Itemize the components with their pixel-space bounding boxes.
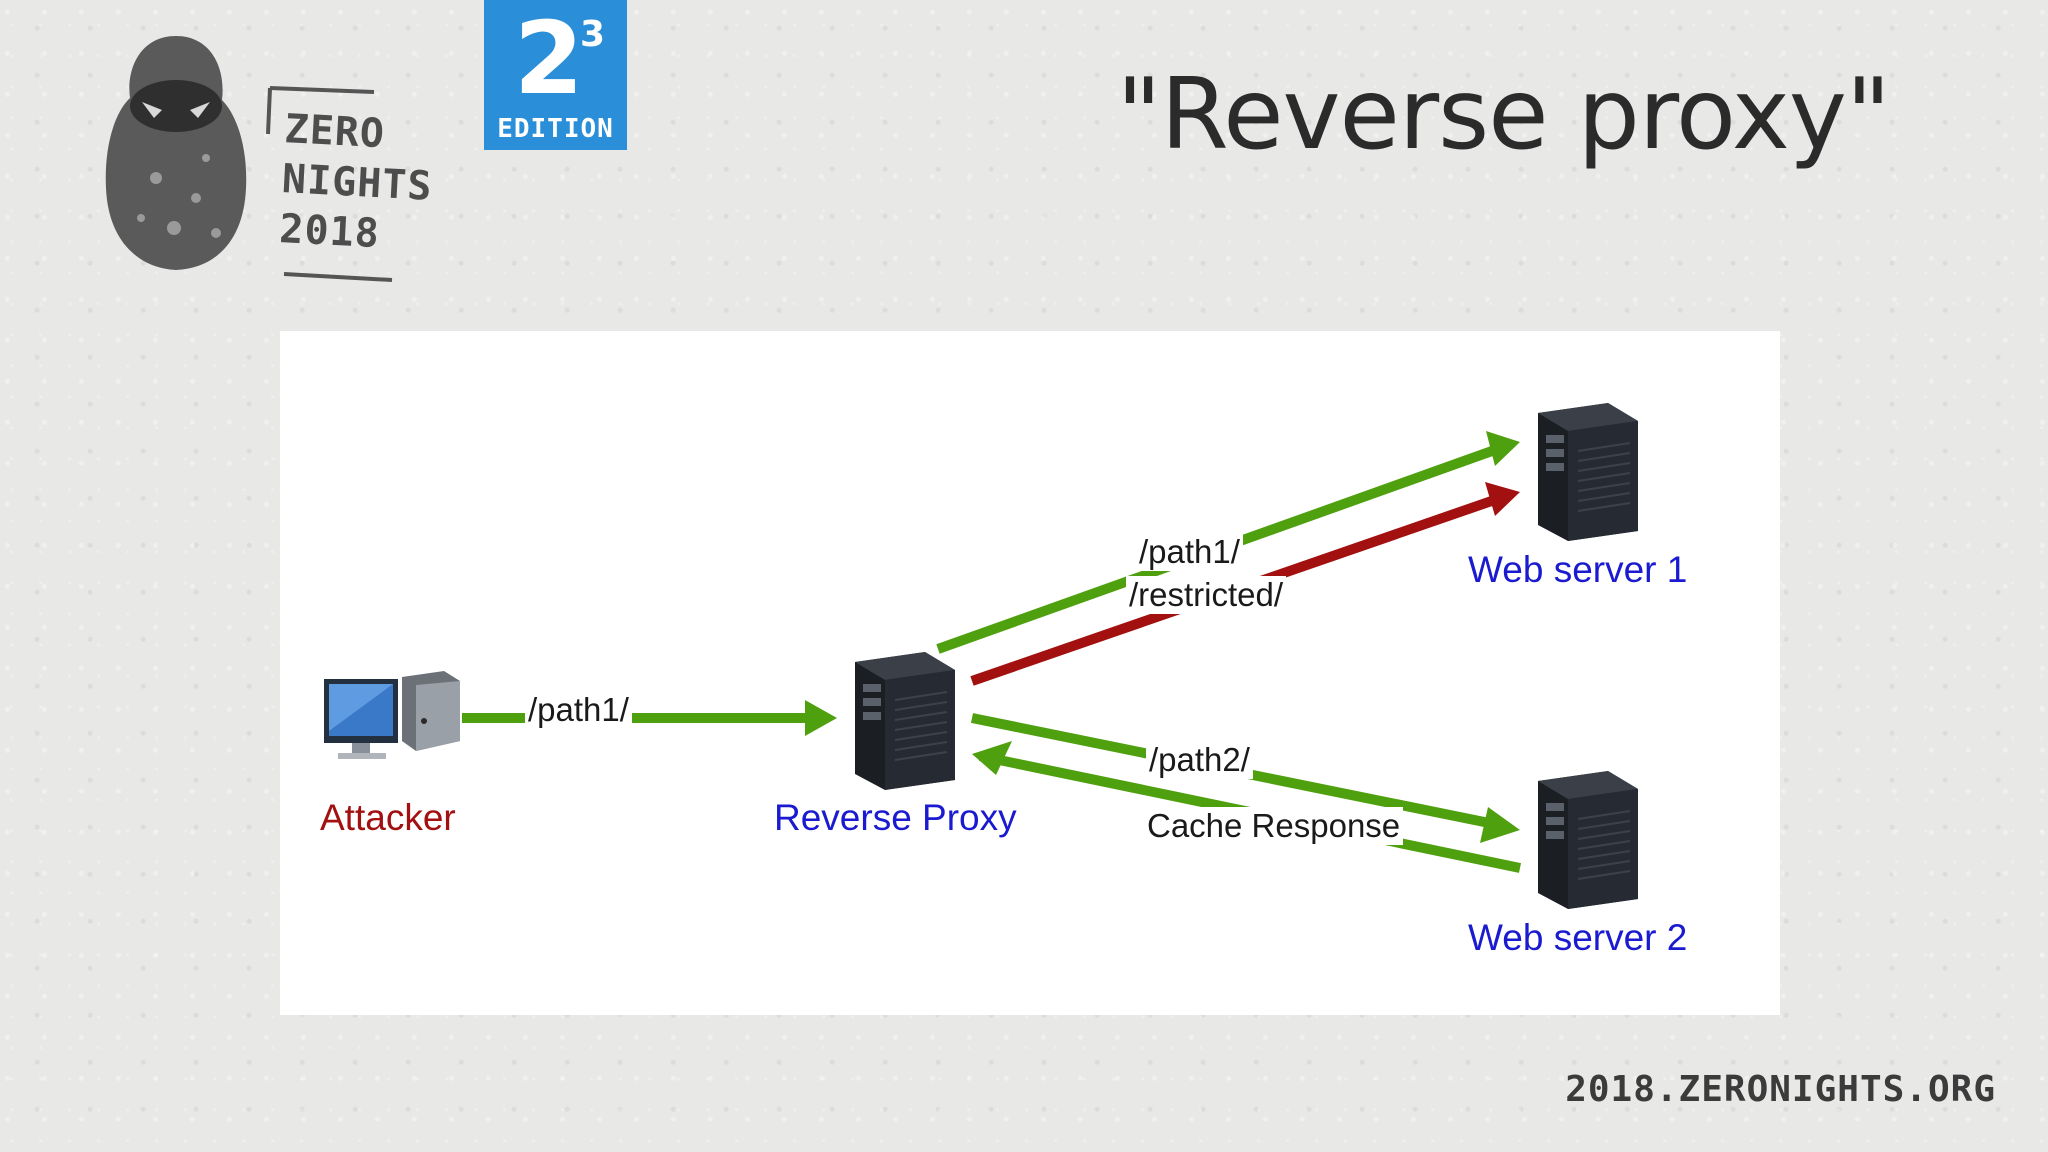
node-label-web-server-1: Web server 1 [1468,549,1688,590]
node-label-web-server-2: Web server 2 [1468,917,1688,958]
node-label-attacker: Attacker [320,797,456,838]
logo-line: ZERO [283,106,387,158]
edge-label-server1-path: /path1/ [1136,533,1243,571]
footer-url: 2018.ZERONIGHTS.ORG [1565,1069,1996,1110]
matryoshka-mascot-icon [105,36,247,270]
edge-label-cache-response: Cache Response [1144,807,1404,845]
edge-label-server1-restricted: /restricted/ [1126,576,1287,614]
desktop-computer-icon [324,671,460,759]
slide-title: "Reverse proxy" [1116,58,1891,172]
edition-number: 2 [514,0,584,117]
diagram-canvas [324,402,1639,910]
zeronights-logo: ZERO NIGHTS 2018 [96,24,476,284]
edition-badge: 2 3 EDITION [484,0,627,150]
edition-label: EDITION [497,114,614,144]
logo-line: 2018 [278,206,381,258]
node-label-reverse-proxy: Reverse Proxy [774,797,1017,838]
edge-attacker-to-proxy [462,700,837,736]
server-tower-icon [1537,402,1639,542]
logo-wordmark: ZERO NIGHTS 2018 [278,104,436,262]
logo-line: NIGHTS [280,156,434,210]
stamp-frame [266,86,393,282]
edge-label-attacker-path: /path1/ [525,691,632,729]
diagram-panel: Attacker Reverse Proxy Web server 1 Web … [280,331,1780,1015]
edge-label-server2-path: /path2/ [1146,741,1253,779]
server-tower-icon [854,651,956,791]
server-tower-icon [1537,770,1639,910]
edition-superscript: 3 [580,14,606,55]
